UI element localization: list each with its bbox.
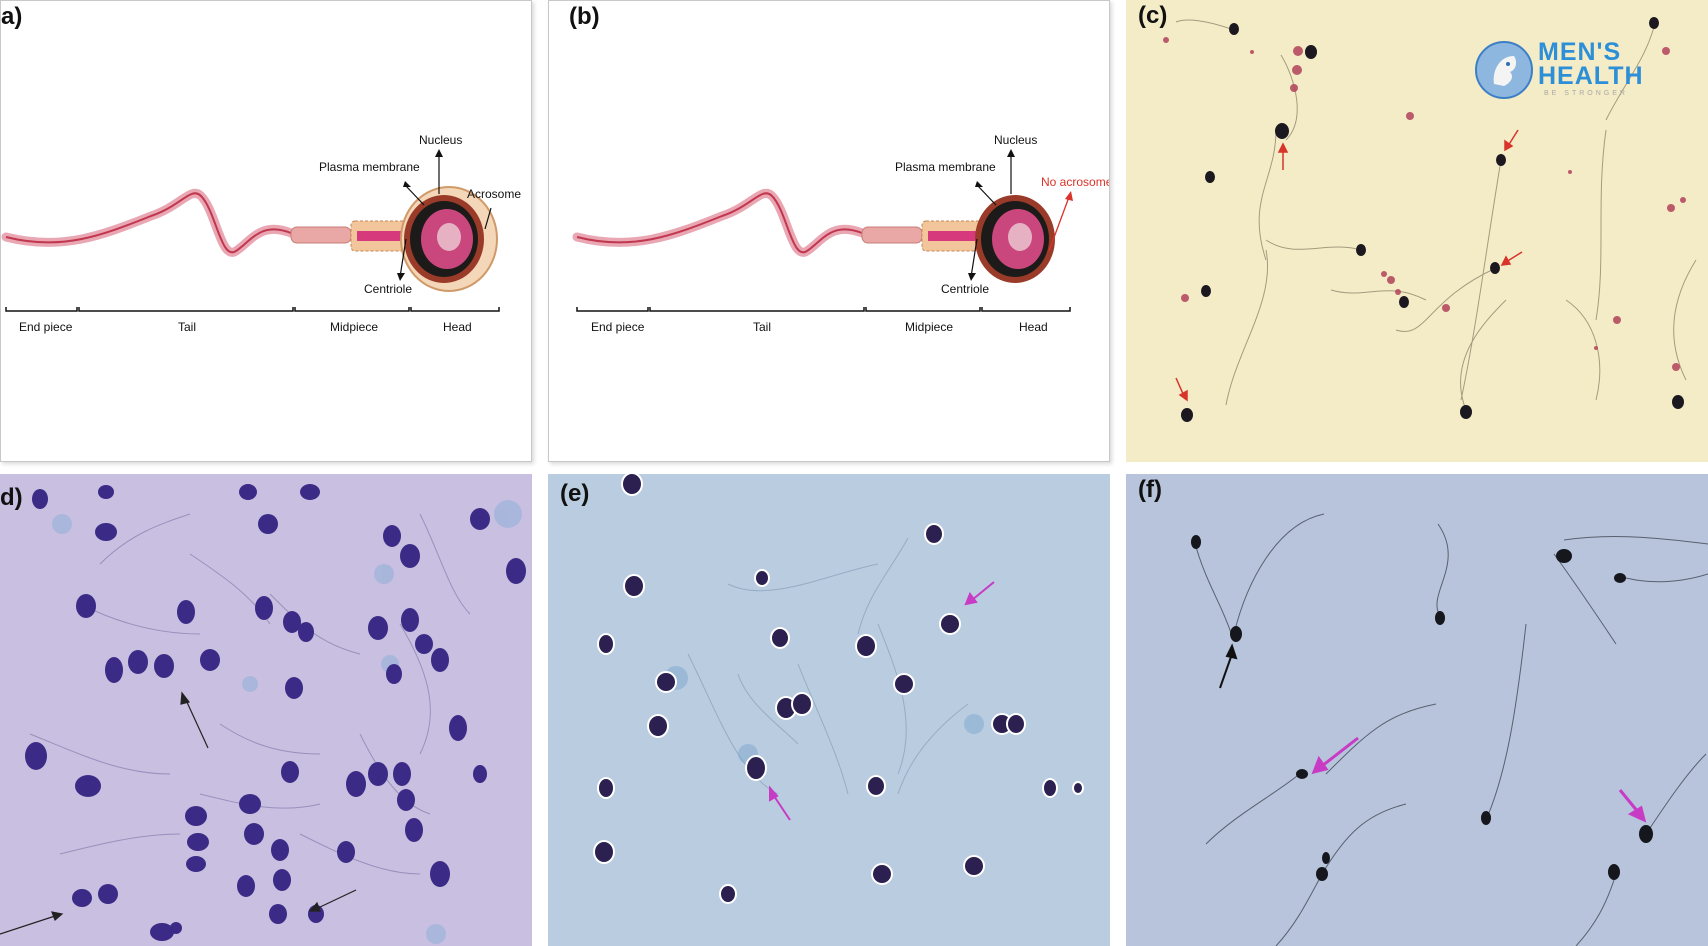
logo-emblem-icon (1475, 41, 1533, 99)
label-centriole: Centriole (941, 282, 989, 296)
micrograph-d (0, 484, 526, 944)
sperm-head (1181, 408, 1193, 422)
sperm-diagram-no-acrosome: Nucleus Plasma membrane No acrosome Cent… (572, 133, 1110, 334)
label-head: Head (443, 320, 472, 334)
label-tail: Tail (178, 320, 196, 334)
logo-line2: HEALTH (1538, 62, 1644, 90)
micrograph-f (1191, 513, 1708, 946)
label-plasma-membrane: Plasma membrane (319, 160, 420, 174)
sperm-head (1275, 123, 1289, 139)
sperm-tail (1, 188, 296, 257)
panel-b-label: (b) (569, 3, 600, 30)
mens-health-logo: MEN'S HEALTH BE STRONGER (1474, 38, 1654, 102)
sperm-head (1649, 17, 1659, 29)
sperm-head (1356, 244, 1366, 256)
label-plasma-membrane: Plasma membrane (895, 160, 996, 174)
label-midpiece: Midpiece (905, 320, 953, 334)
sperm-head (1201, 285, 1211, 297)
panel-e-label: (e) (560, 480, 590, 507)
logo-line1: MEN'S (1538, 38, 1622, 66)
panel-c: (c) MEN'S HEALTH BE STRONGER (1126, 0, 1708, 462)
midpiece-segment (861, 226, 923, 244)
logo-tagline: BE STRONGER (1544, 90, 1628, 97)
panel-f: (f) (1126, 474, 1708, 946)
label-end-piece: End piece (591, 320, 645, 334)
panel-d: d) (0, 474, 532, 946)
sperm-head (1305, 45, 1317, 59)
label-nucleus: Nucleus (994, 133, 1037, 147)
panel-c-label: (c) (1138, 2, 1168, 29)
label-acrosome: Acrosome (467, 187, 521, 201)
panel-d-label: d) (0, 484, 23, 511)
panel-a: a) Nucleus Plasma membrane Acrosome Cent… (0, 0, 532, 462)
sperm-head (1460, 405, 1472, 419)
sperm-head (1229, 23, 1239, 35)
midpiece-segment (290, 226, 352, 244)
sperm-head (1205, 171, 1215, 183)
label-midpiece: Midpiece (330, 320, 378, 334)
panel-b: (b) Nucleus Plasma membrane No acrosome … (548, 0, 1110, 462)
label-centriole: Centriole (364, 282, 412, 296)
sperm-tail (572, 188, 867, 257)
panel-e: (e) (548, 474, 1110, 946)
sperm-head (1490, 262, 1500, 274)
sperm-head (1672, 395, 1684, 409)
sperm-head (1496, 154, 1506, 166)
label-head: Head (1019, 320, 1048, 334)
label-no-acrosome: No acrosome (1041, 175, 1110, 189)
micrograph-c (1163, 17, 1697, 422)
label-tail: Tail (753, 320, 771, 334)
label-nucleus: Nucleus (419, 133, 462, 147)
micrograph-e (593, 474, 1084, 904)
sperm-head (1399, 296, 1409, 308)
label-end-piece: End piece (19, 320, 73, 334)
panel-f-label: (f) (1138, 476, 1162, 503)
panel-a-label: a) (1, 3, 23, 30)
sperm-diagram-normal: Nucleus Plasma membrane Acrosome Centrio… (1, 133, 521, 334)
